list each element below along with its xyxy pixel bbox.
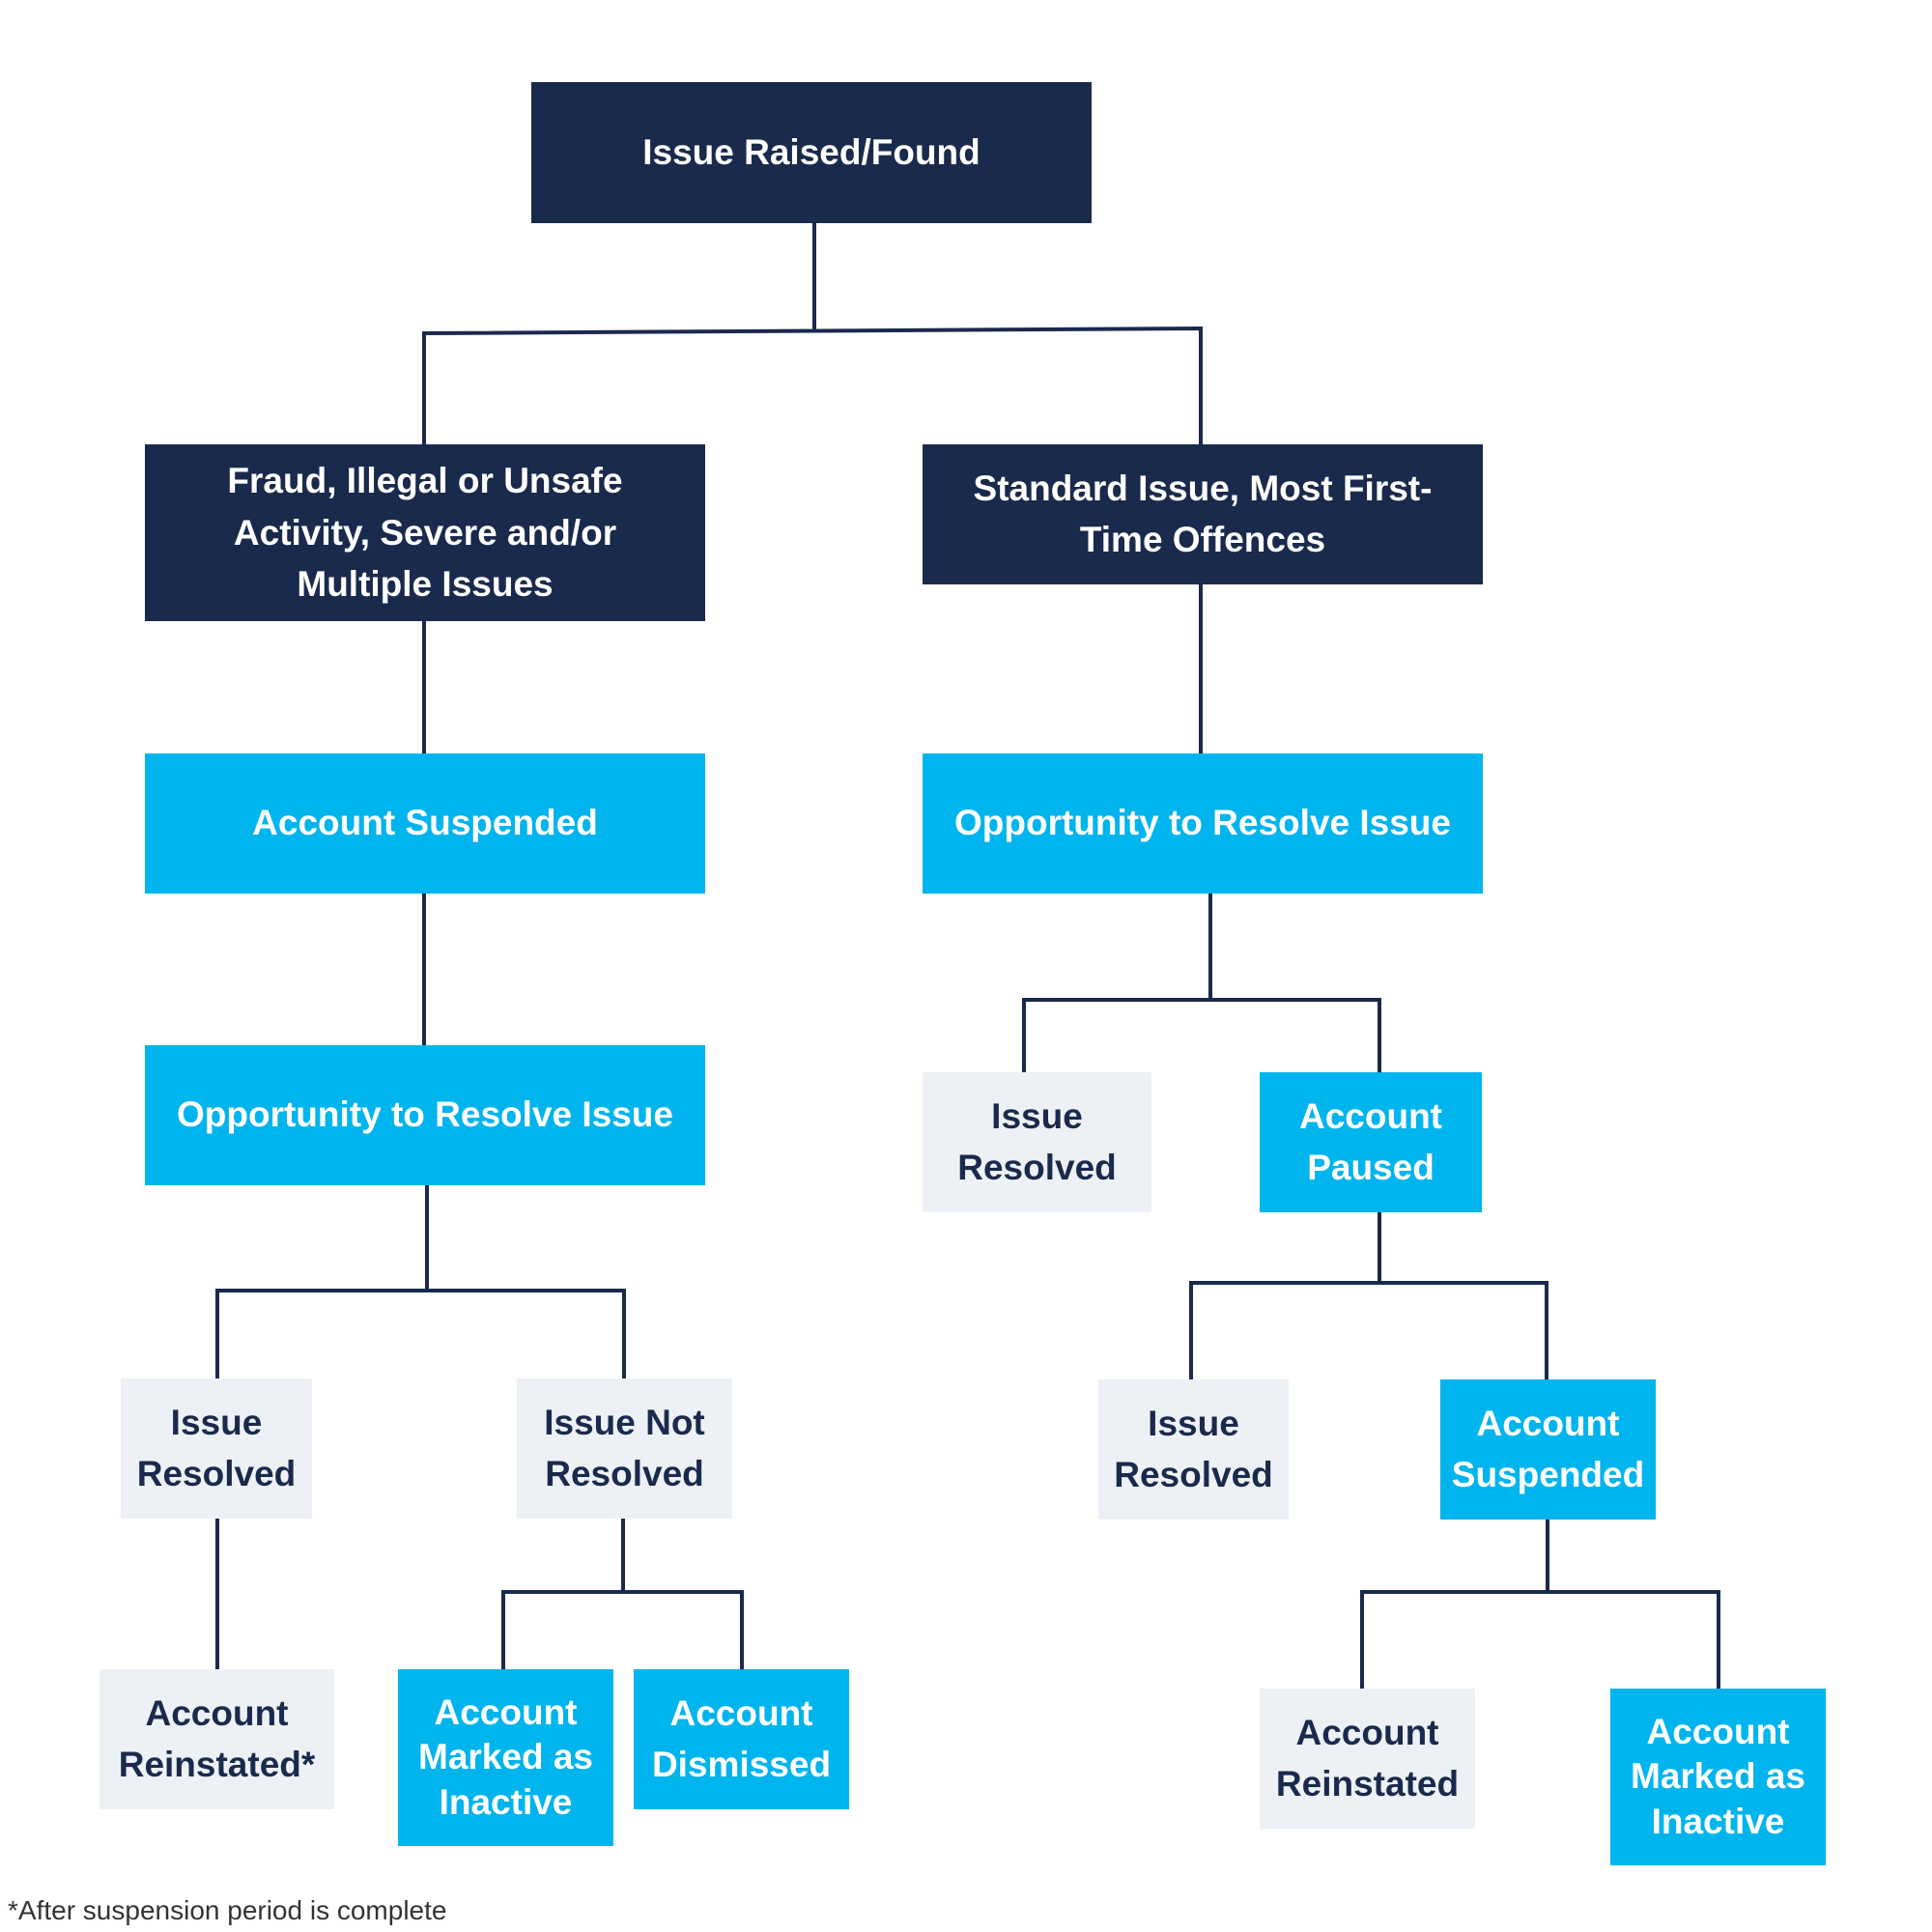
fraud-branch-node: Fraud, Illegal or Unsafe Activity, Sever…: [145, 444, 705, 621]
connector-right-opportunity-split: [1022, 894, 1381, 1072]
left-issue-resolved-node: Issue Resolved: [121, 1378, 312, 1519]
connector-root-to-branches: [422, 223, 1203, 460]
connector-paused-split: [1189, 1212, 1548, 1379]
left-account-reinstated-node: Account Reinstated*: [99, 1669, 334, 1809]
standard-issue-node: Standard Issue, Most First- Time Offence…: [923, 444, 1483, 584]
right-issue-resolved-node: Issue Resolved: [923, 1072, 1151, 1212]
left-issue-not-resolved-node: Issue Not Resolved: [517, 1378, 732, 1519]
connector-left-opportunity-split: [215, 1185, 626, 1378]
right-account-reinstated-node: Account Reinstated: [1260, 1689, 1475, 1829]
right-marked-inactive-node: Account Marked as Inactive: [1610, 1689, 1826, 1865]
paused-issue-resolved-node: Issue Resolved: [1098, 1379, 1289, 1520]
left-account-suspended-node: Account Suspended: [145, 753, 705, 894]
issue-raised-node: Issue Raised/Found: [531, 82, 1092, 223]
connector-not-resolved-split: [501, 1519, 744, 1669]
account-paused-node: Account Paused: [1260, 1072, 1482, 1212]
connector-suspended-split: [1360, 1520, 1720, 1689]
footnote: *After suspension period is complete: [8, 1895, 447, 1925]
right-opportunity-node: Opportunity to Resolve Issue: [923, 753, 1483, 894]
left-opportunity-node: Opportunity to Resolve Issue: [145, 1045, 705, 1185]
left-account-dismissed-node: Account Dismissed: [634, 1669, 849, 1809]
left-marked-inactive-node: Account Marked as Inactive: [398, 1669, 613, 1846]
paused-account-suspended-node: Account Suspended: [1440, 1379, 1656, 1520]
